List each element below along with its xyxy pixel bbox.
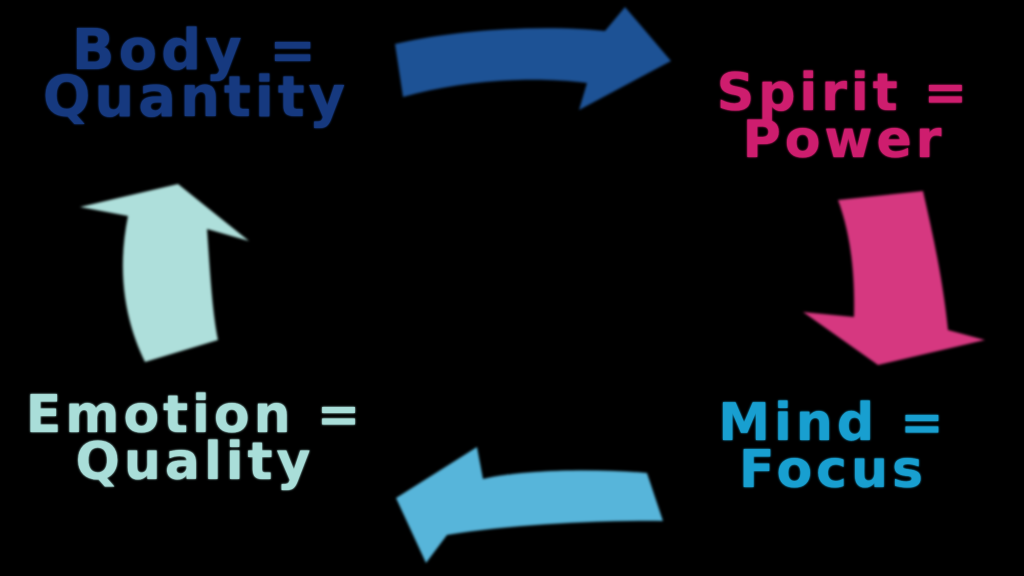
- label-spirit-line2: Power: [742, 110, 946, 170]
- curved-arrow-up-icon: [80, 184, 249, 362]
- label-mind-line1: Mind =: [718, 393, 948, 453]
- label-mind-line2: Focus: [739, 440, 927, 500]
- label-body-quantity: Body = Quantity: [11, 18, 381, 130]
- arrow-spirit-to-mind-shape: [803, 191, 985, 365]
- label-emotion-line1: Emotion =: [25, 385, 365, 445]
- curved-arrow-right-icon: [395, 7, 671, 110]
- arrow-body-to-spirit-shape: [395, 7, 671, 110]
- arrow-mind-to-emotion-shape: [396, 447, 663, 563]
- curved-arrow-down-icon: [803, 191, 985, 365]
- label-body-line1: Body =: [71, 18, 321, 83]
- label-spirit-line1: Spirit =: [716, 63, 972, 123]
- label-emotion-quality: Emotion = Quality: [5, 385, 385, 492]
- curved-arrow-left-icon: [396, 447, 663, 563]
- label-mind-focus: Mind = Focus: [673, 393, 993, 500]
- label-body-line2: Quantity: [42, 65, 350, 130]
- arrow-emotion-to-body-shape: [80, 184, 249, 362]
- label-spirit-power: Spirit = Power: [684, 63, 1004, 170]
- label-emotion-line2: Quality: [75, 432, 315, 492]
